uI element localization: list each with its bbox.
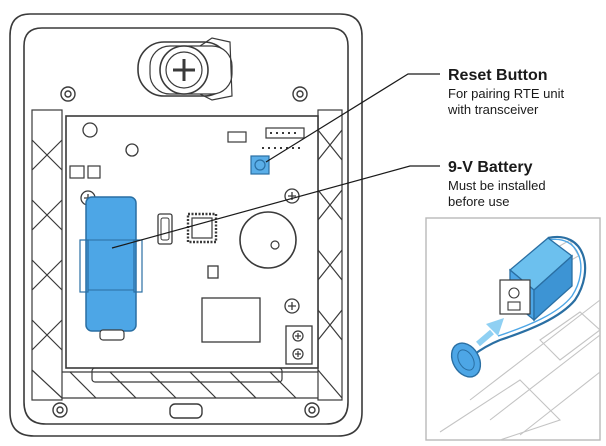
housing — [9, 13, 363, 437]
reset-callout: Reset Button For pairing RTE unit with t… — [447, 67, 564, 117]
reset-callout-desc-1: For pairing RTE unit — [448, 86, 564, 101]
reset-callout-title: Reset Button — [448, 67, 548, 84]
inset-battery-icon — [499, 237, 574, 322]
battery-callout-desc-1: Must be installed — [448, 178, 546, 193]
reset-button-icon — [250, 155, 270, 175]
leader-lines — [111, 73, 440, 249]
top-knob — [137, 37, 233, 101]
reset-callout-desc-2: with transceiver — [447, 102, 539, 117]
battery-inset — [425, 217, 601, 441]
housing-rails — [31, 109, 343, 401]
housing-holes — [52, 86, 320, 419]
battery-callout: 9-V Battery Must be installed before use — [448, 159, 546, 209]
battery-callout-desc-2: before use — [448, 194, 509, 209]
inset-snap-connector-icon — [450, 342, 482, 378]
battery-leader-line — [111, 165, 440, 249]
battery-icon — [79, 196, 143, 341]
battery-callout-title: 9-V Battery — [448, 159, 533, 176]
inset-arrow-icon — [476, 318, 504, 347]
reset-leader-line — [265, 73, 440, 163]
housing-bottom — [62, 367, 318, 399]
